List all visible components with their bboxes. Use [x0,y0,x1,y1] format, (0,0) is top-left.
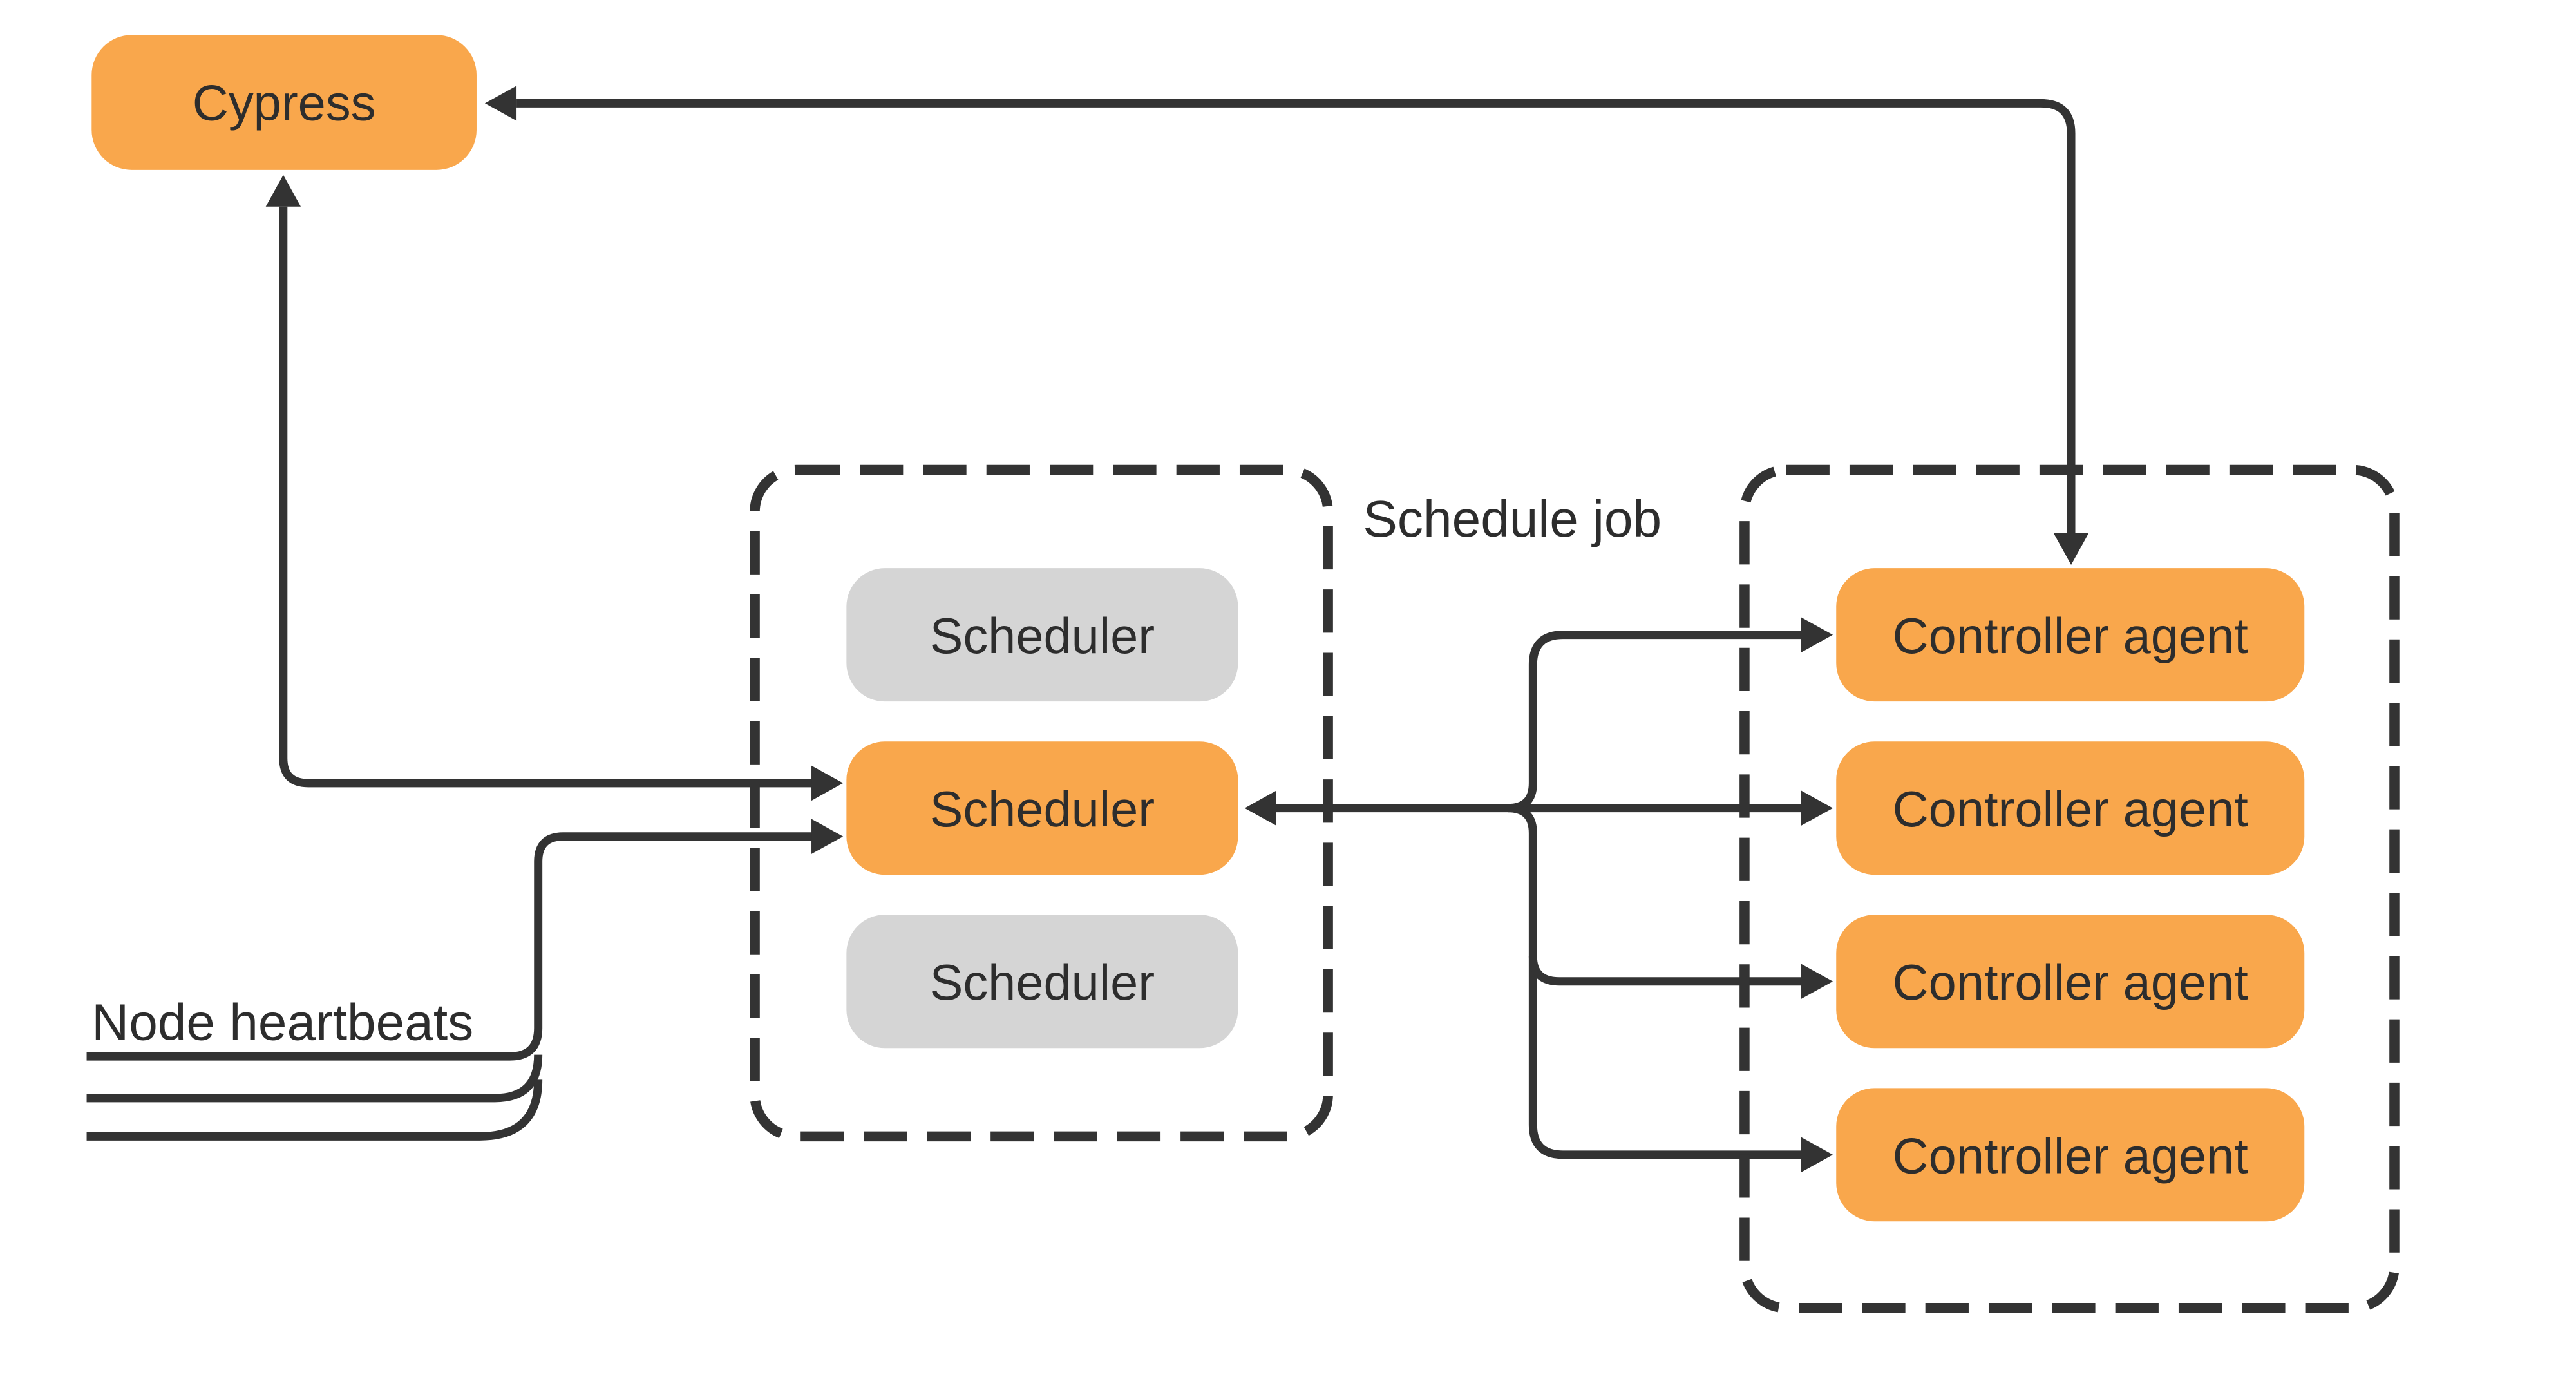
controller-agent-box-2 [1836,741,2305,875]
scheduler-label-1: Scheduler [930,609,1155,664]
arrowhead-into-controller-agent-1-top-icon [2053,533,2089,566]
scheduler-node-1: Scheduler [846,568,1238,702]
edge-branch-agent-1 [1508,631,1805,813]
scheduler-group-border [750,464,1333,1142]
controller-agent-label-4: Controller agent [1893,1128,2248,1184]
controller-agent-box-1 [1836,568,2305,702]
edge-heartbeat-line-1-to-scheduler [86,832,815,1061]
arrowhead-into-controller-agent-2-icon [1801,790,1833,826]
scheduler-node-2-active: Scheduler [846,741,1238,875]
controller-agent-label-1: Controller agent [1893,609,2248,664]
edge-cypress-controller-agent-1 [516,99,2076,533]
cypress-box [91,35,477,170]
scheduler-node-3: Scheduler [846,915,1238,1049]
controller-agent-node-1: Controller agent [1836,568,2305,702]
arrowhead-into-scheduler-right-icon [1244,790,1276,826]
arrowhead-into-cypress-bottom-icon [265,175,301,207]
scheduler-label-3: Scheduler [930,955,1155,1011]
arrowhead-into-scheduler-lower-icon [811,819,844,854]
scheduler-box-2 [846,741,1238,875]
arrowhead-into-controller-agent-4-icon [1801,1137,1833,1172]
controller-agent-node-3: Controller agent [1836,915,2305,1049]
edge-heartbeat-line-3 [86,1079,543,1141]
controller-group-border [1739,464,2400,1313]
schedule-job-label: Schedule job [1363,490,1662,547]
edge-heartbeat-line-2 [86,1054,543,1103]
controller-agent-node-2: Controller agent [1836,741,2305,875]
controller-agent-node-4: Controller agent [1836,1088,2305,1222]
cypress-label: Cypress [193,75,376,131]
controller-agent-box-4 [1836,1088,2305,1222]
edge-trunk-agent-4 [1508,804,1805,1159]
arrowhead-into-cypress-right-icon [484,86,517,121]
controller-agent-box-3 [1836,915,2305,1049]
arrowhead-into-controller-agent-3-icon [1801,964,1833,999]
arrowhead-into-controller-agent-1-icon [1801,617,1833,652]
edge-scheduler-to-cypress [279,206,815,788]
scheduler-box-3 [846,915,1238,1049]
controller-agent-label-3: Controller agent [1893,955,2248,1011]
edge-branch-agent-3 [1528,956,1805,986]
controller-agent-label-2: Controller agent [1893,782,2248,837]
scheduler-label-2: Scheduler [930,782,1155,837]
cypress-node: Cypress [91,35,477,170]
scheduler-box-1 [846,568,1238,702]
arrowhead-into-scheduler-upper-icon [811,765,844,801]
node-heartbeats-label: Node heartbeats [91,993,473,1051]
